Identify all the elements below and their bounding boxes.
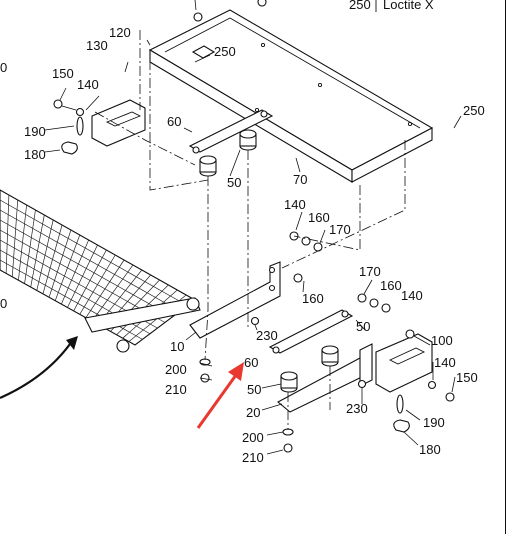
nut-230-left	[250, 316, 260, 326]
mesh-line	[0, 229, 166, 323]
callout-edge-0-upper: 0	[0, 60, 7, 75]
left-bolt-150	[53, 99, 77, 111]
right-washer-140	[427, 380, 437, 390]
screw-210-lower	[283, 443, 293, 453]
callout-50-low: 50	[247, 382, 261, 397]
callout-250-mid: 250	[214, 44, 236, 59]
callout-190-left: 190	[24, 124, 46, 139]
callout-50-top: 50	[227, 175, 241, 190]
mesh-line	[0, 219, 173, 318]
callout-160-center: 160	[308, 210, 330, 225]
nut-230-right	[357, 379, 367, 389]
callout-140-center: 140	[284, 197, 306, 212]
callout-edge-0-lower: 0	[0, 296, 7, 311]
bracket-20	[277, 343, 373, 413]
left-knob-180	[61, 141, 78, 155]
rubber-bumper-upper-1	[199, 155, 217, 177]
callout-10: 10	[170, 339, 184, 354]
callout-50-right: 50	[356, 319, 370, 334]
callout-70: 70	[293, 172, 307, 187]
callout-180-left: 180	[24, 147, 46, 162]
callout-230-right: 230	[346, 401, 368, 416]
mesh-conveyor-belt	[0, 189, 201, 353]
callout-200-low: 200	[242, 430, 264, 445]
callout-60-top: 60	[167, 114, 181, 129]
left-washer-140	[75, 107, 85, 117]
screw-top-right	[257, 0, 267, 7]
lower-plate-60	[268, 309, 354, 354]
callout-230-left: 230	[256, 328, 278, 343]
right-clip-190	[396, 394, 404, 414]
callout-120: 120	[109, 25, 131, 40]
callout-130: 130	[86, 38, 108, 53]
callout-100: 100	[431, 333, 453, 348]
callout-210-left: 210	[165, 382, 187, 397]
callout-250-right: 250	[463, 103, 485, 118]
callout-140-right: 140	[401, 288, 423, 303]
curved-direction-arrow	[0, 336, 78, 400]
screw-top-left	[193, 0, 203, 22]
callout-170-right: 170	[359, 264, 381, 279]
callout-190-right: 190	[423, 415, 445, 430]
left-clip-190	[76, 116, 84, 136]
leader-lines	[44, 39, 462, 455]
callout-150-right: 150	[456, 370, 478, 385]
callout-180-right: 180	[419, 442, 441, 457]
assembly-centerlines	[94, 30, 406, 430]
right-bolt-100	[405, 329, 415, 339]
callout-160-bracket: 160	[302, 291, 324, 306]
upper-plate-60	[188, 109, 274, 154]
callout-140-left: 140	[77, 77, 99, 92]
callout-140-lowright: 140	[434, 355, 456, 370]
tray-housing	[148, 9, 434, 183]
callout-150-left: 150	[52, 66, 74, 81]
legend-text: Loctite X	[383, 0, 434, 12]
callout-250-top: 250	[349, 0, 371, 12]
callout-170-center: 170	[329, 222, 351, 237]
screw-center-160	[293, 273, 303, 283]
right-bolt-150	[445, 392, 455, 402]
mesh-line	[0, 199, 188, 306]
washer-stack-center	[289, 231, 323, 252]
callout-160-right: 160	[380, 278, 402, 293]
right-hinge-block	[375, 333, 433, 393]
red-pointer-arrow	[196, 362, 244, 429]
callout-200-left: 200	[165, 362, 187, 377]
right-washer-stack	[357, 293, 391, 313]
bracket-10	[189, 261, 281, 339]
left-hinge-block	[91, 99, 146, 147]
rubber-bumper-lower-2	[321, 345, 339, 367]
page-border-line	[505, 0, 506, 534]
right-knob-180	[393, 419, 410, 433]
mesh-line	[0, 209, 181, 312]
callout-labels: 250 Loctite X 120 130 250 0 150 140 250 …	[0, 0, 485, 465]
rubber-bumper-upper-2	[239, 129, 257, 151]
callout-210-low: 210	[242, 450, 264, 465]
callout-20: 20	[246, 405, 260, 420]
rubber-bumper-lower-1	[280, 371, 298, 393]
callout-60-low: 60	[244, 355, 258, 370]
